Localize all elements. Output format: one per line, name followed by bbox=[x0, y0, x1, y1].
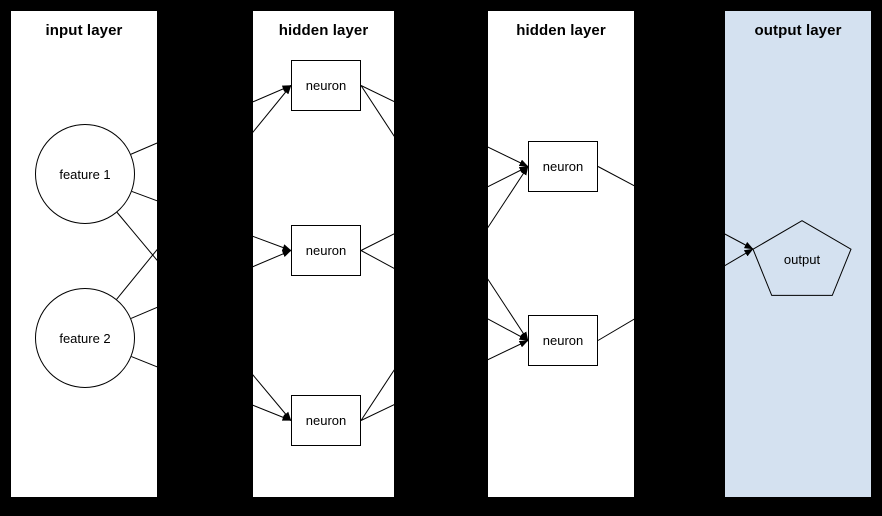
top-mask bbox=[0, 0, 882, 10]
node-label: feature 2 bbox=[59, 330, 111, 346]
node-hidden2-neuron-1[interactable]: neuron bbox=[528, 141, 598, 192]
node-label: neuron bbox=[542, 333, 584, 348]
node-hidden1-neuron-1[interactable]: neuron bbox=[291, 60, 361, 111]
node-label: neuron bbox=[305, 243, 347, 258]
node-label: neuron bbox=[542, 159, 584, 174]
node-label: neuron bbox=[305, 78, 347, 93]
node-hidden1-neuron-2[interactable]: neuron bbox=[291, 225, 361, 276]
node-hidden2-neuron-2[interactable]: neuron bbox=[528, 315, 598, 366]
node-label: output bbox=[783, 251, 821, 267]
gap-mask-4 bbox=[872, 0, 882, 516]
node-label: neuron bbox=[305, 413, 347, 428]
node-feature-2[interactable]: feature 2 bbox=[35, 288, 135, 388]
node-feature-1[interactable]: feature 1 bbox=[35, 124, 135, 224]
gap-mask-3 bbox=[0, 0, 10, 516]
layer-title-output-layer: output layer bbox=[754, 22, 842, 39]
node-hidden1-neuron-3[interactable]: neuron bbox=[291, 395, 361, 446]
layer-title-hidden-layer-2: hidden layer bbox=[516, 22, 606, 39]
node-label: feature 1 bbox=[59, 166, 111, 182]
bottom-mask bbox=[0, 498, 882, 516]
pentagon-shape bbox=[752, 220, 852, 296]
node-output-node[interactable]: output bbox=[750, 218, 854, 300]
layer-title-hidden-layer-1: hidden layer bbox=[278, 22, 369, 39]
layer-title-input-layer: input layer bbox=[45, 22, 123, 39]
